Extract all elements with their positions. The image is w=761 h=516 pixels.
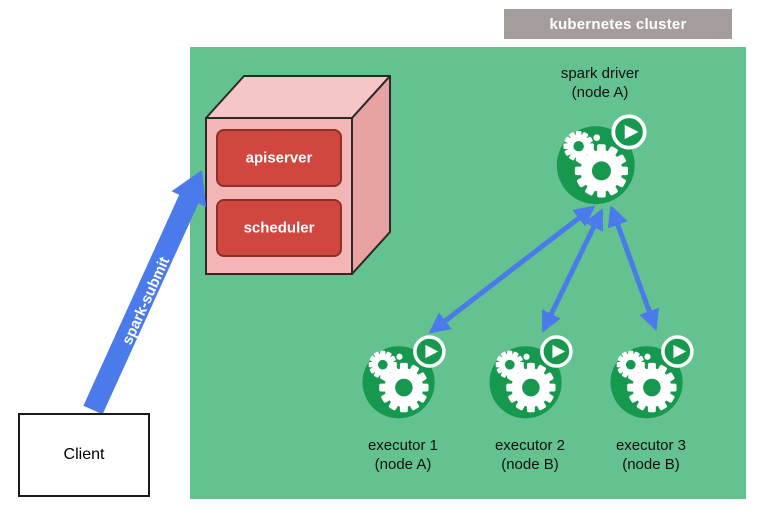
spark-driver-label: spark driver (node A): [510, 64, 690, 102]
executor-1-icon: [360, 335, 446, 421]
executor-3-icon: [608, 335, 694, 421]
executor-3-node: (node B): [622, 456, 680, 473]
scheduler-label: scheduler: [244, 220, 315, 237]
apiserver-box: [216, 129, 342, 187]
scheduler-box: [216, 199, 342, 257]
spark-submit-arrow: [83, 170, 207, 415]
executor-3-label: executor 3 (node B): [581, 436, 721, 474]
executor-2-name: executor 2: [494, 437, 566, 454]
executor-1-label: executor 1 (node A): [333, 436, 473, 474]
control-plane-cube: apiserver scheduler: [205, 75, 391, 275]
spark-driver-name: spark driver: [560, 65, 640, 82]
spark-driver-node: (node A): [571, 84, 629, 101]
executor-1-name: executor 1: [367, 437, 439, 454]
apiserver-label: apiserver: [246, 150, 313, 167]
executor-2-icon: [487, 335, 573, 421]
executor-2-node: (node B): [501, 456, 559, 473]
executor-2-label: executor 2 (node B): [460, 436, 600, 474]
spark-driver-icon: [554, 114, 647, 207]
client-box: Client: [18, 413, 150, 497]
kubernetes-cluster-label: kubernetes cluster: [504, 9, 732, 39]
spark-submit-label: spark-submit: [119, 255, 173, 348]
client-label: Client: [63, 446, 105, 463]
executor-1-node: (node A): [374, 456, 432, 473]
executor-3-name: executor 3: [615, 437, 687, 454]
